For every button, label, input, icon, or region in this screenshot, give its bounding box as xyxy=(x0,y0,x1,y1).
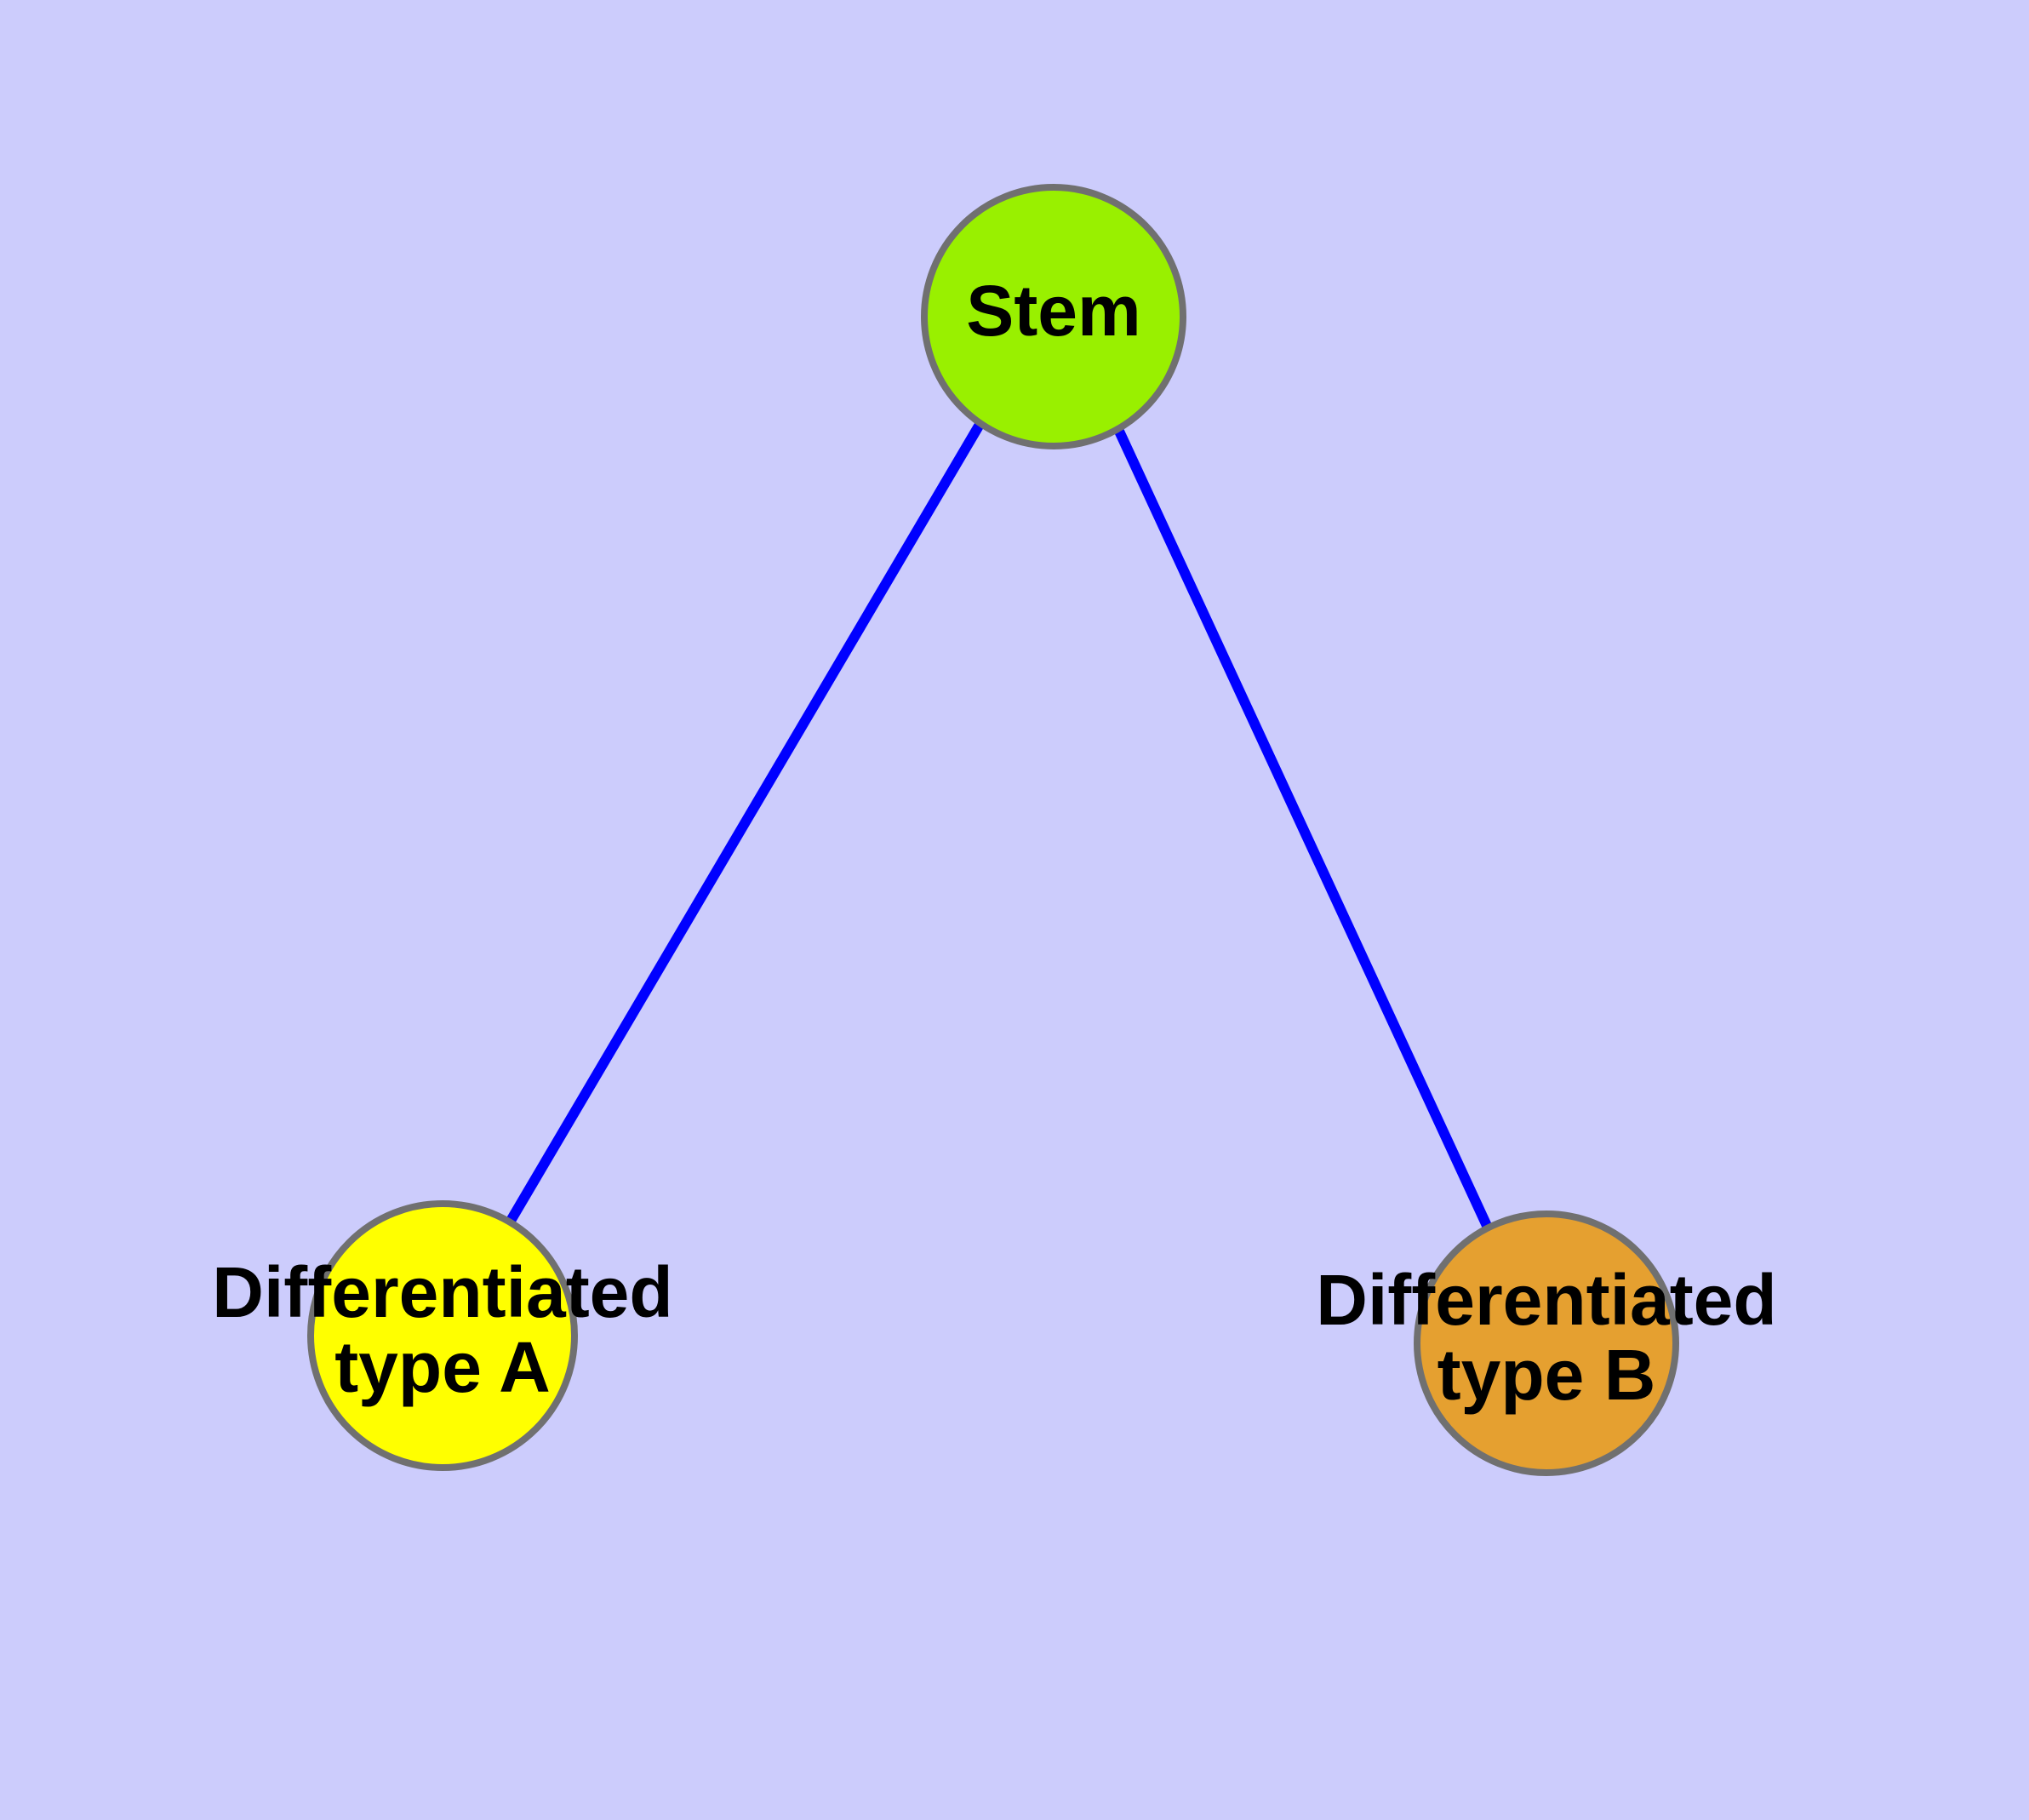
node-diff-a-label-line-1: Differentiated xyxy=(212,1252,672,1332)
node-diff-b[interactable]: Differentiated type B xyxy=(1316,1210,1777,1476)
edge-layer xyxy=(506,420,1493,1230)
node-layer: Stem Differentiated type A Differentiate… xyxy=(212,184,1777,1476)
node-diff-a-label-line-2: type A xyxy=(334,1327,551,1407)
node-stem-circle[interactable] xyxy=(921,184,1186,449)
node-stem-label-line-1: Stem xyxy=(966,271,1140,351)
node-diff-b-label-line-1: Differentiated xyxy=(1316,1260,1776,1340)
edge-stem-to-diff-a[interactable] xyxy=(506,420,986,1224)
node-diff-b-circle[interactable] xyxy=(1414,1210,1679,1476)
node-stem[interactable]: Stem xyxy=(921,184,1186,449)
node-diff-a[interactable]: Differentiated type A xyxy=(212,1200,673,1471)
node-diff-b-label-line-2: type B xyxy=(1437,1335,1656,1415)
edge-stem-to-diff-b[interactable] xyxy=(1112,423,1493,1230)
node-diff-a-circle[interactable] xyxy=(307,1200,578,1471)
